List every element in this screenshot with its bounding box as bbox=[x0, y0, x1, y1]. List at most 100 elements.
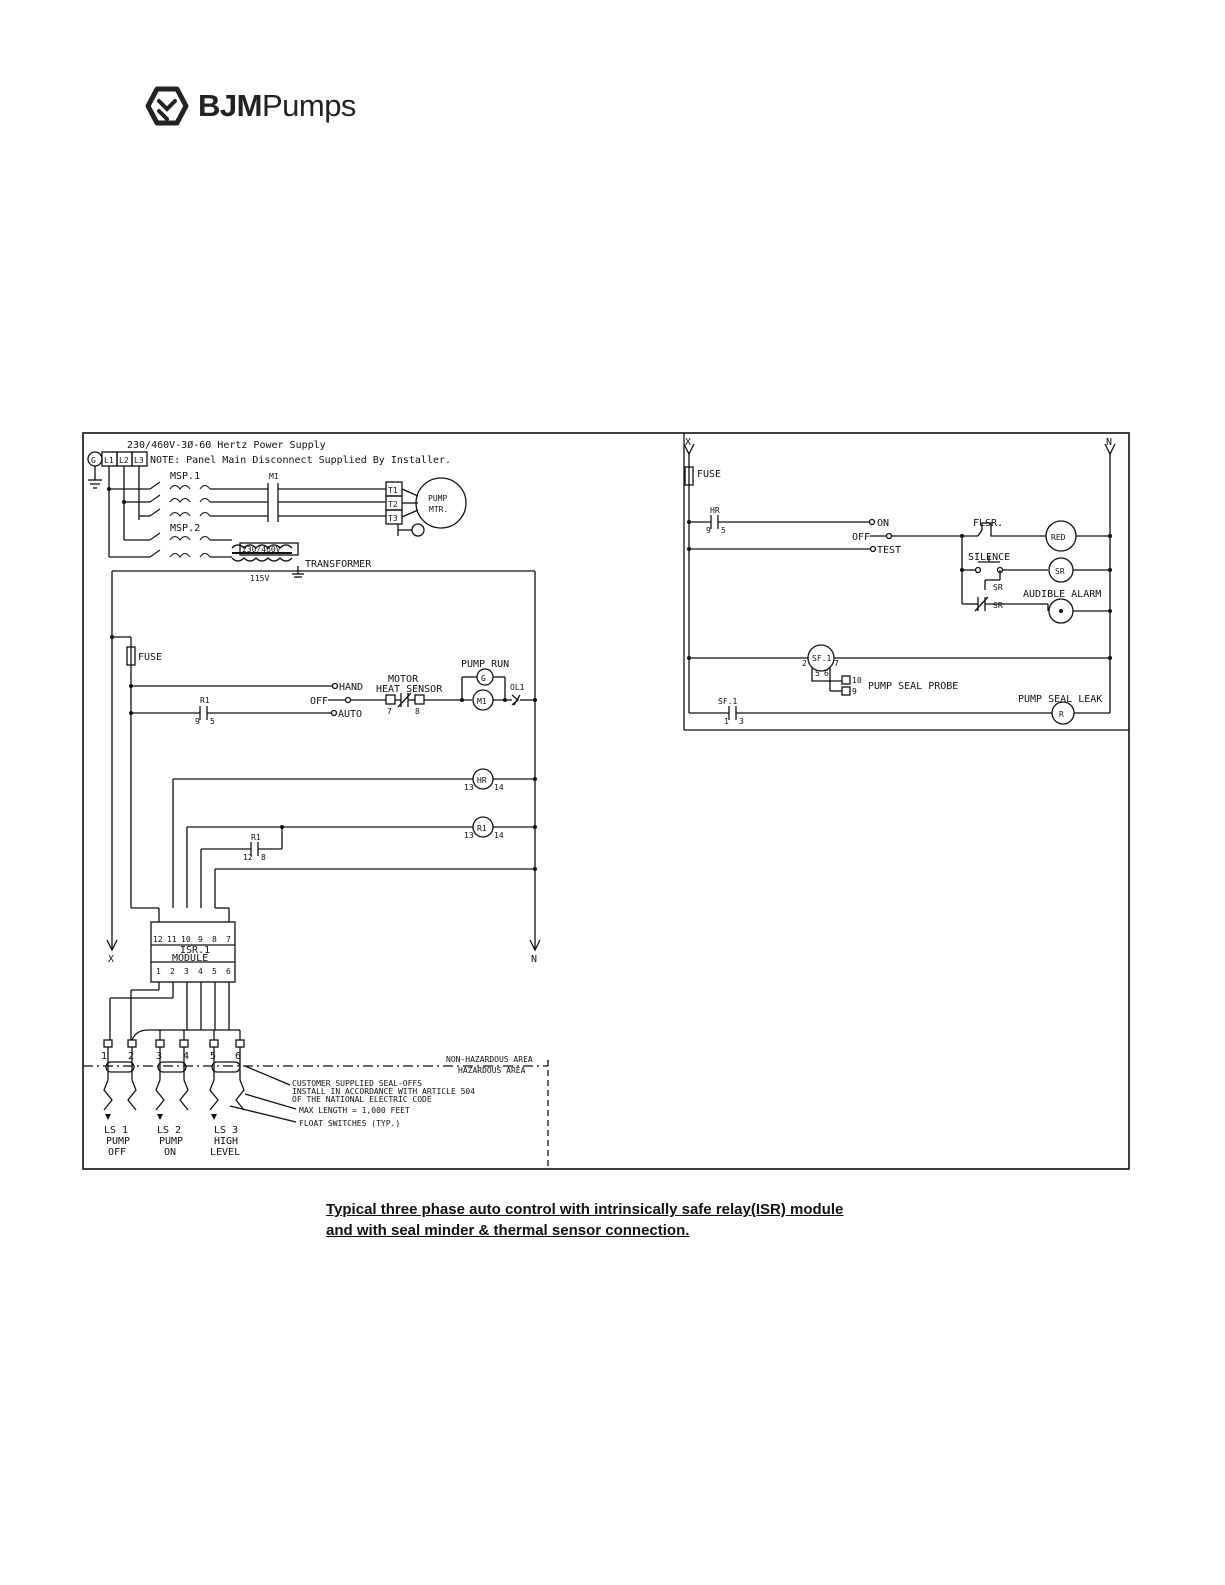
caption-line-2: and with seal minder & thermal sensor co… bbox=[326, 1222, 690, 1239]
hand-label: HAND bbox=[339, 682, 363, 693]
heat-sensor-pin-b: 8 bbox=[415, 707, 420, 716]
flsr-label: FLSR. bbox=[973, 518, 1003, 529]
ls1-line3: OFF bbox=[108, 1147, 126, 1158]
ls1-line2: PUMP bbox=[106, 1136, 130, 1147]
off-label: OFF bbox=[310, 696, 328, 707]
isr-bottom-pin-4: 4 bbox=[198, 967, 203, 976]
seal-off-note-3: OF THE NATIONAL ELECTRIC CODE bbox=[292, 1095, 432, 1104]
brand-name: BJMPumps bbox=[198, 88, 356, 123]
bjm-hexagon-logo-icon bbox=[145, 86, 189, 126]
non-hazardous-area-label: NON-HAZARDOUS AREA bbox=[446, 1055, 533, 1064]
r1-pin-a: 9 bbox=[195, 717, 200, 726]
isr-top-pin-10: 10 bbox=[181, 935, 191, 944]
sf1-contact-pin-a: 1 bbox=[724, 717, 729, 726]
isr-bottom-pin-3: 3 bbox=[184, 967, 189, 976]
isr-bottom-pin-1: 1 bbox=[156, 967, 161, 976]
l1-label: L1 bbox=[104, 456, 114, 465]
terminal-2-label: 2 bbox=[128, 1051, 134, 1062]
r1-contact2-label: R1 bbox=[251, 833, 261, 842]
hr-contact-pin-a: 9 bbox=[706, 526, 711, 535]
seal-off-note-1: CUSTOMER SUPPLIED SEAL-OFFS bbox=[292, 1079, 422, 1088]
sf1-pin-2: 2 bbox=[802, 659, 807, 668]
hr-coil-label: HR bbox=[477, 776, 487, 785]
hr-contact-label: HR bbox=[710, 506, 720, 515]
l3-label: L3 bbox=[134, 456, 144, 465]
caption-line-1: Typical three phase auto control with in… bbox=[326, 1201, 844, 1218]
t3-label: T3 bbox=[388, 514, 398, 523]
left-x-label: X bbox=[108, 954, 114, 965]
isr-top-pin-7: 7 bbox=[226, 935, 231, 944]
isr-top-pin-8: 8 bbox=[212, 935, 217, 944]
sf1-pin-7: 7 bbox=[834, 659, 839, 668]
left-n-label: N bbox=[531, 954, 537, 965]
hr-coil-pin-a: 13 bbox=[464, 783, 474, 792]
supply-label: 230/460V-3Ø-60 Hertz Power Supply bbox=[127, 439, 326, 451]
r1-pin-b: 5 bbox=[210, 717, 215, 726]
audible-alarm-label: AUDIBLE ALARM bbox=[1023, 589, 1101, 600]
terminal-3-label: 3 bbox=[156, 1051, 162, 1062]
pump-motor-label-2: MTR. bbox=[429, 505, 448, 514]
isr-top-pin-11: 11 bbox=[167, 935, 177, 944]
ls2-line1: LS 2 bbox=[157, 1125, 181, 1136]
m1-coil-label: M1 bbox=[477, 697, 487, 706]
sf1-pin-6: 6 bbox=[824, 669, 829, 678]
ol1-label: OL1 bbox=[510, 683, 525, 692]
terminal-6-label: 6 bbox=[235, 1051, 241, 1062]
isr-module-subtitle: MODULE bbox=[172, 953, 208, 964]
probe-terminal-10: 10 bbox=[852, 676, 862, 685]
motor-label: MOTOR bbox=[388, 674, 419, 685]
pump-seal-leak-label: PUMP SEAL LEAK bbox=[1018, 694, 1102, 705]
hr-contact-pin-b: 5 bbox=[721, 526, 726, 535]
transformer-secondary: 115V bbox=[250, 574, 269, 583]
r1-coil-pin-b: 14 bbox=[494, 831, 504, 840]
sr-contact-1-label: SR bbox=[993, 583, 1003, 592]
l2-label: L2 bbox=[119, 456, 129, 465]
right-off-label: OFF bbox=[852, 532, 870, 543]
probe-terminal-9: 9 bbox=[852, 687, 857, 696]
silence-label: SILENCE bbox=[968, 552, 1010, 563]
isr-module-title: ISR.1 bbox=[180, 945, 210, 956]
r1-coil-pin-a: 13 bbox=[464, 831, 474, 840]
isr-bottom-pin-5: 5 bbox=[212, 967, 217, 976]
isr-bottom-pin-6: 6 bbox=[226, 967, 231, 976]
msp2-label: MSP.2 bbox=[170, 523, 200, 534]
ls3-line2: HIGH bbox=[214, 1136, 238, 1147]
ground-label: G bbox=[91, 456, 96, 465]
terminal-4-label: 4 bbox=[183, 1051, 189, 1062]
pump-run-label: PUMP RUN bbox=[461, 659, 509, 670]
transformer-primary: 230/460V bbox=[242, 545, 281, 554]
seal-off-note-2: INSTALL IN ACCORDANCE WITH ARTICLE 504 bbox=[292, 1087, 475, 1096]
pump-seal-probe-label: PUMP SEAL PROBE bbox=[868, 681, 958, 692]
right-x-label: X bbox=[685, 437, 691, 448]
on-label: ON bbox=[877, 518, 889, 529]
right-n-label: N bbox=[1106, 437, 1112, 448]
test-label: TEST bbox=[877, 545, 901, 556]
bjm-pumps-logo: BJMPumps bbox=[140, 78, 380, 134]
ls2-line2: PUMP bbox=[159, 1136, 183, 1147]
ls3-line3: LEVEL bbox=[210, 1147, 240, 1158]
sf1-contact-label: SF.1 bbox=[718, 697, 737, 706]
sr-contact-2-label: SR bbox=[993, 601, 1003, 610]
isr-top-pin-12: 12 bbox=[153, 935, 163, 944]
figure-caption: Typical three phase auto control with in… bbox=[326, 1199, 926, 1241]
isr-top-pin-9: 9 bbox=[198, 935, 203, 944]
sf1-contact-pin-b: 3 bbox=[739, 717, 744, 726]
ls3-line1: LS 3 bbox=[214, 1125, 238, 1136]
hazardous-area-label: HAZARDOUS AREA bbox=[458, 1066, 526, 1075]
pump-motor-label-1: PUMP bbox=[428, 494, 447, 503]
ls2-line3: ON bbox=[164, 1147, 176, 1158]
sr-coil-label: SR bbox=[1055, 567, 1065, 576]
heat-sensor-label: HEAT SENSOR bbox=[376, 684, 443, 695]
red-lamp-label: RED bbox=[1051, 533, 1066, 542]
r1-contact2-pin-b: 8 bbox=[261, 853, 266, 862]
float-switch-note: FLOAT SWITCHES (TYP.) bbox=[299, 1119, 400, 1128]
r1-coil-label: R1 bbox=[477, 824, 487, 833]
r1-contact-label: R1 bbox=[200, 696, 210, 705]
installer-note: NOTE: Panel Main Disconnect Supplied By … bbox=[150, 455, 451, 466]
sf1-relay-label: SF.1 bbox=[812, 654, 831, 663]
seal-leak-lamp-r: R bbox=[1059, 710, 1064, 719]
control-fuse-label: FUSE bbox=[138, 652, 162, 663]
msp1-label: MSP.1 bbox=[170, 471, 200, 482]
auto-label: AUTO bbox=[338, 709, 362, 720]
